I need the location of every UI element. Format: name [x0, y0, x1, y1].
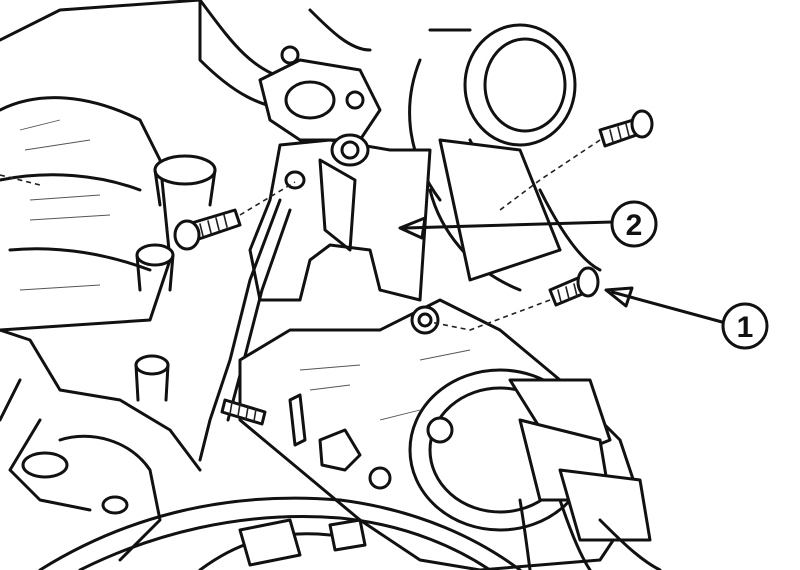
callout-2-label: 2: [626, 209, 643, 242]
bolt-upper-right: [598, 109, 654, 148]
wiring-harness: [38, 496, 522, 570]
bolt-callout-1: [548, 266, 600, 307]
callout-1-label: 1: [737, 311, 754, 344]
callout-2: 2: [610, 200, 658, 248]
leader-arrow-1: [604, 286, 724, 324]
callout-1: 1: [721, 302, 769, 350]
engine-block: [0, 0, 217, 562]
distributor-assembly: [238, 298, 662, 570]
leader-arrow-2: [398, 216, 614, 240]
bolt-alignment-lines: [0, 139, 601, 331]
mounting-bracket: [198, 133, 432, 462]
thermostat-housing: [258, 45, 382, 142]
bolt-left: [173, 208, 242, 251]
coolant-hose: [198, 0, 602, 292]
stud-lower: [220, 398, 267, 426]
